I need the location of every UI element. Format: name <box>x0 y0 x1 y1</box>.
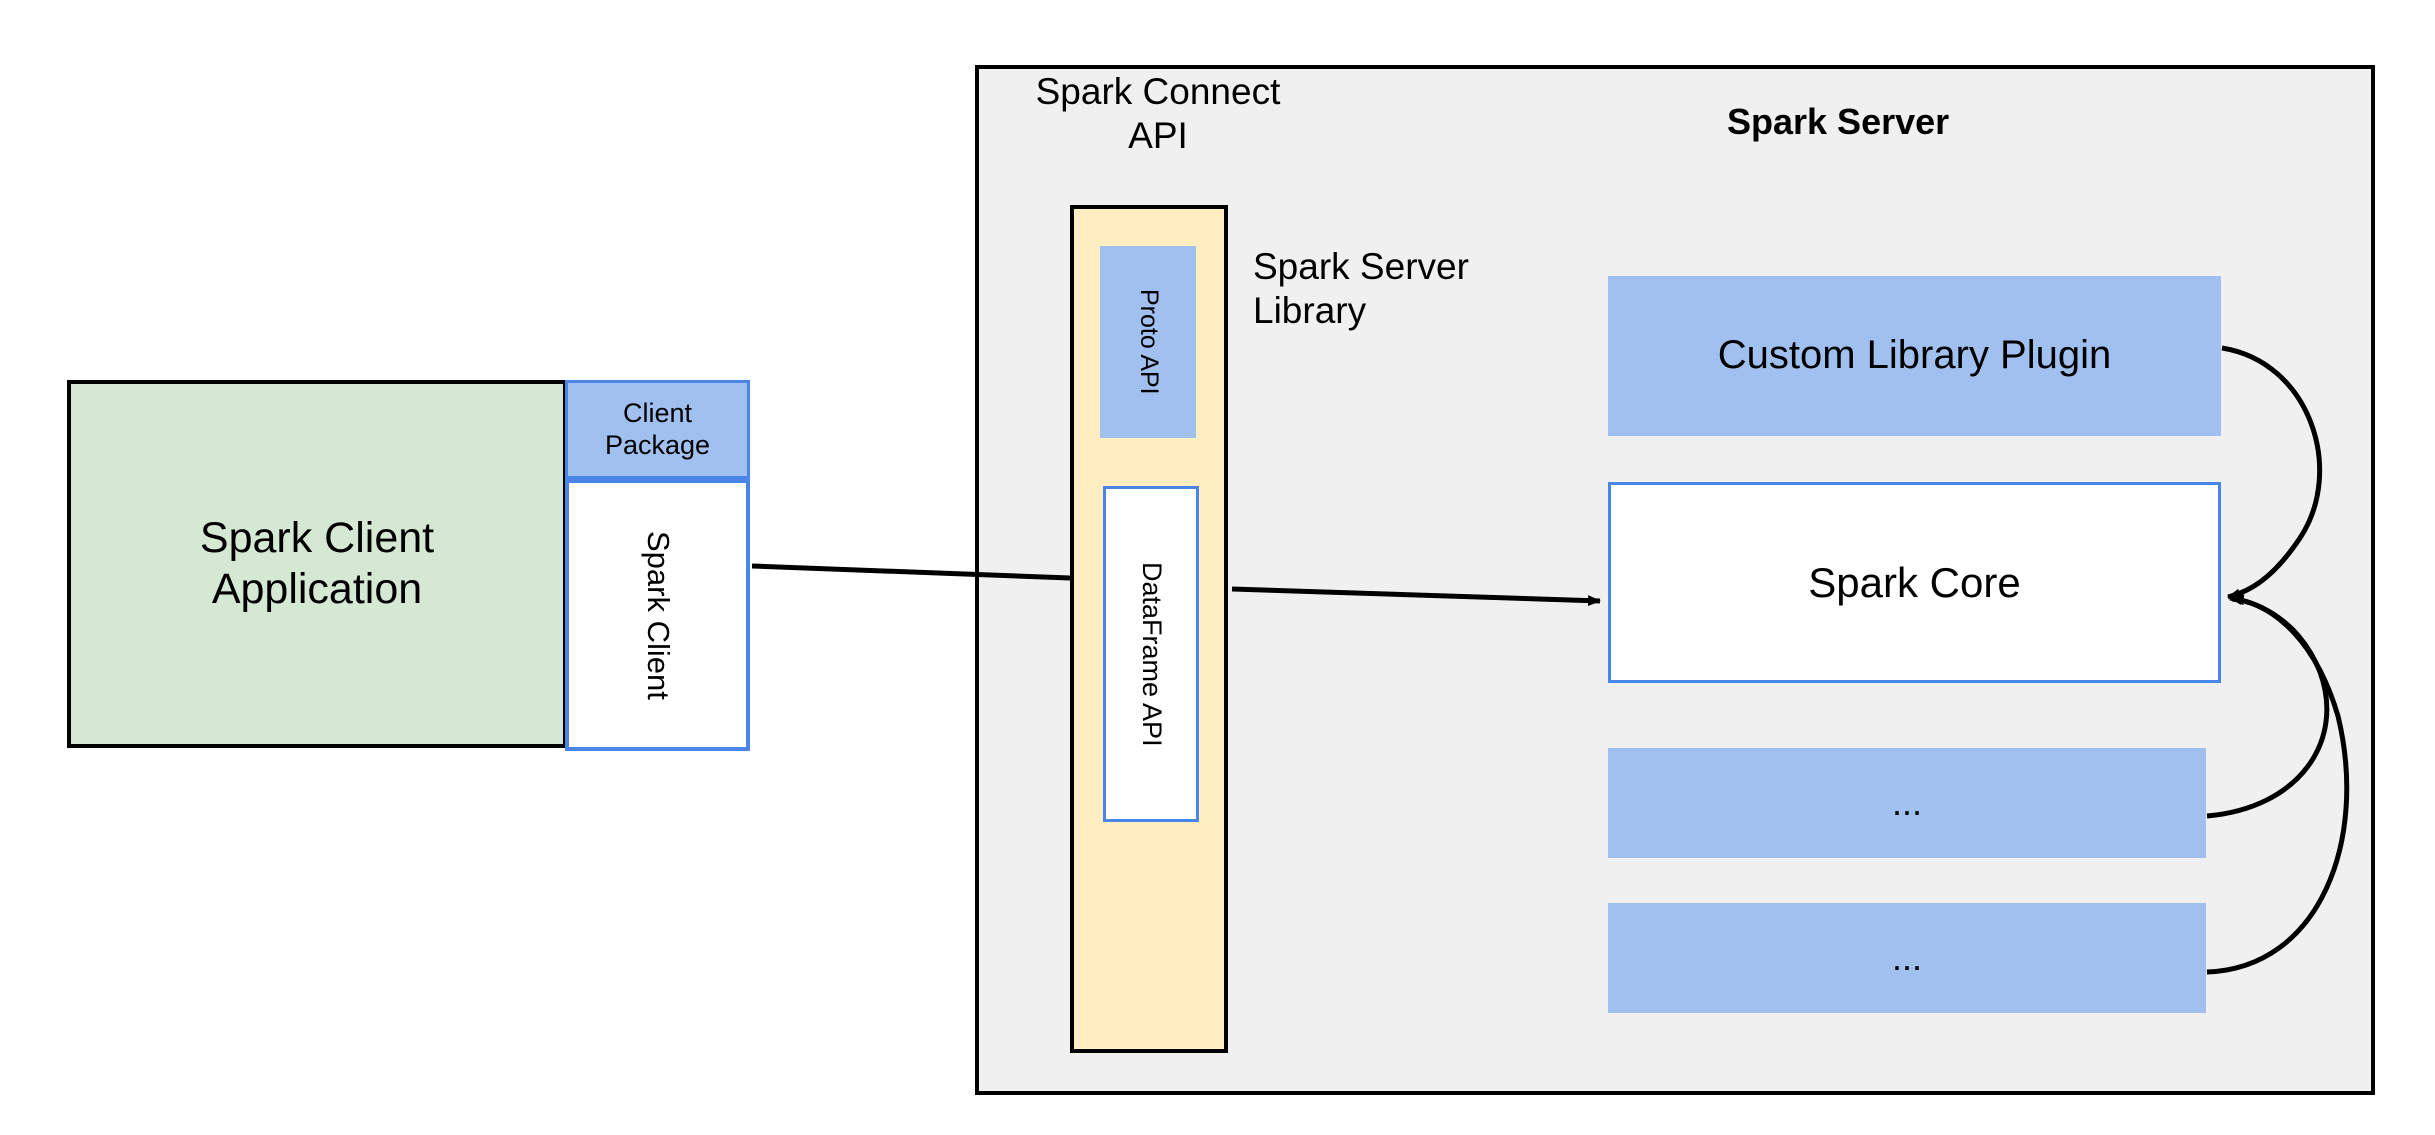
dataframe-api-box[interactable]: DataFrame API <box>1103 486 1199 822</box>
spark-client-box[interactable]: Spark Client <box>565 479 750 751</box>
spark-server-library-label: Spark Server Library <box>1253 246 1469 332</box>
proto-api-label: Proto API <box>1134 289 1163 395</box>
client-package-label: Client Package <box>604 397 711 460</box>
placeholder-block-1-label: ... <box>1891 781 1922 823</box>
proto-api-box[interactable]: Proto API <box>1100 246 1196 438</box>
placeholder-block-2[interactable]: ... <box>1608 903 2206 1013</box>
placeholder-block-1[interactable]: ... <box>1608 748 2206 858</box>
spark-client-application-label: Spark Client Application <box>199 514 435 613</box>
dataframe-api-label: DataFrame API <box>1136 561 1167 747</box>
spark-client-application-box[interactable]: Spark Client Application <box>67 380 567 748</box>
spark-server-title: Spark Server <box>1727 101 1950 142</box>
placeholder-block-2-label: ... <box>1891 936 1922 978</box>
custom-library-plugin-box[interactable]: Custom Library Plugin <box>1608 276 2221 436</box>
spark-core-box[interactable]: Spark Core <box>1608 482 2221 683</box>
spark-connect-api-label: Spark Connect API <box>1035 71 1281 157</box>
spark-client-label: Spark Client <box>640 530 676 700</box>
spark-core-label: Spark Core <box>1808 558 2021 606</box>
custom-library-plugin-label: Custom Library Plugin <box>1717 333 2112 378</box>
client-package-box[interactable]: Client Package <box>565 380 750 479</box>
